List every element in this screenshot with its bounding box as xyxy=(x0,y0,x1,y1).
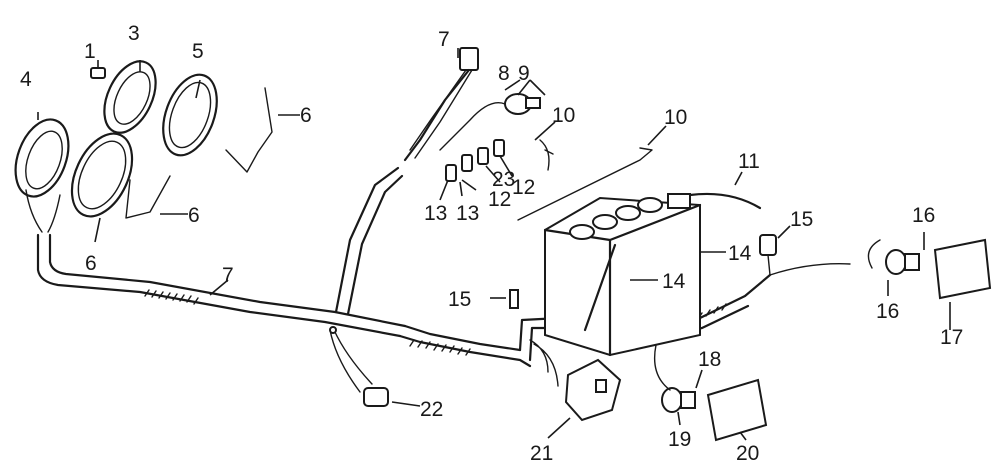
callout-23: 15 xyxy=(448,288,471,311)
callout-labels: 1 3 4 5 6 6 6 7 7 8 9 10 10 11 12 12 13 … xyxy=(20,22,963,465)
battery-cable xyxy=(688,192,762,210)
callout-14a: 17 xyxy=(940,326,963,349)
callout-21: 10 xyxy=(552,104,575,127)
callout-14b: 20 xyxy=(736,442,759,465)
callout-22: 7 xyxy=(438,28,450,51)
callout-6c: 23 xyxy=(492,168,515,191)
ground-strap xyxy=(583,243,617,332)
callout-10a: 3 xyxy=(128,22,140,45)
headlamp-right xyxy=(103,60,157,134)
key-switch xyxy=(439,93,541,151)
callout-7a: 12 xyxy=(488,188,511,211)
callout-15a: 16 xyxy=(876,300,899,323)
headlamp-bracket-lower xyxy=(125,175,171,219)
voltage-regulator xyxy=(564,358,622,422)
callout-7b: 13 xyxy=(424,202,447,225)
headlamp-left xyxy=(14,118,70,233)
headlamp-bracket-upper xyxy=(225,87,273,173)
leader-lines xyxy=(37,48,951,441)
callout-5: 11 xyxy=(738,150,760,173)
callout-12a: 5 xyxy=(192,40,204,63)
callout-6b: 13 xyxy=(456,202,479,225)
wire-connectors xyxy=(445,139,505,182)
callout-12b: 6 xyxy=(85,252,97,275)
fuse xyxy=(509,289,519,309)
headlamp-bolt xyxy=(90,67,106,79)
callout-8: 7 xyxy=(222,264,234,287)
neutral-switch xyxy=(363,387,389,407)
callout-11: 1 xyxy=(84,40,96,63)
headlamp-ring-left xyxy=(70,132,134,218)
headlamp-ring-right xyxy=(162,73,218,157)
callout-10b: 4 xyxy=(20,68,32,91)
callout-13b: 6 xyxy=(188,204,200,227)
callout-19: 15 xyxy=(790,208,813,231)
callout-3: 14 xyxy=(728,242,752,265)
rear-lamp-upper xyxy=(769,238,992,300)
callout-1: 10 xyxy=(664,106,687,129)
callout-18: 22 xyxy=(420,398,443,421)
battery xyxy=(543,193,702,357)
stop-lamp-switch xyxy=(759,234,777,276)
callout-17: 21 xyxy=(530,442,553,465)
main-wiring-harness xyxy=(36,166,772,393)
callout-20: 9 xyxy=(518,62,530,85)
callout-6a: 12 xyxy=(512,176,535,199)
callout-16b: 18 xyxy=(698,348,721,371)
callout-13a: 6 xyxy=(300,104,312,127)
ignition-switch xyxy=(403,47,479,162)
rear-lamp-lower xyxy=(653,344,768,442)
callout-4: 14 xyxy=(662,270,686,293)
callout-15b: 19 xyxy=(668,428,691,451)
callout-16a: 16 xyxy=(912,204,935,227)
battery-hold-rod xyxy=(517,147,653,221)
key xyxy=(539,139,554,171)
callout-9: 8 xyxy=(498,62,510,85)
